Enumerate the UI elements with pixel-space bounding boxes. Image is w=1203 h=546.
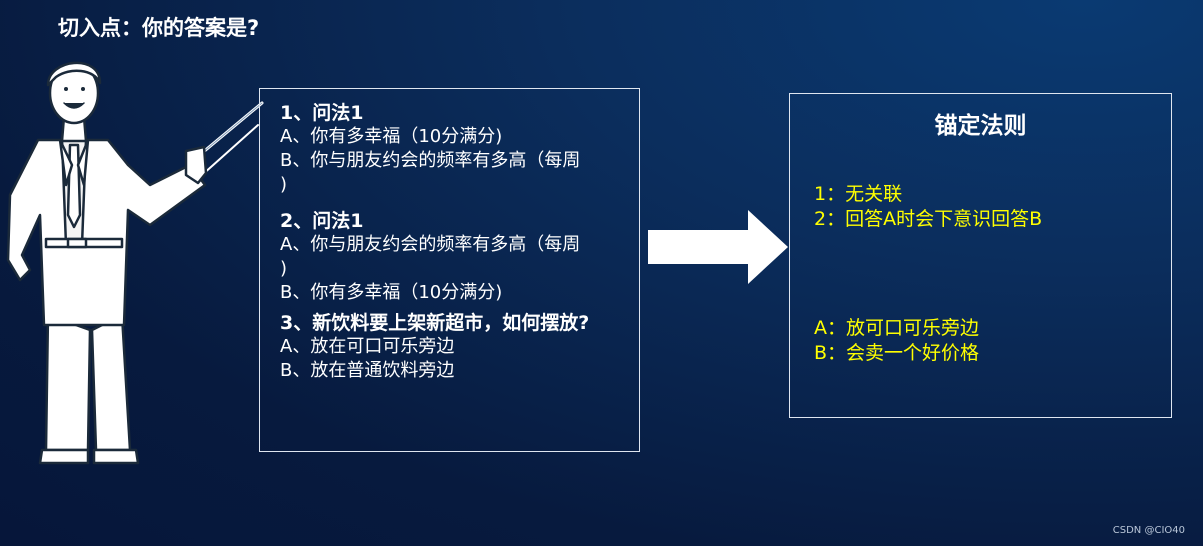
anchoring-rule-box: 锚定法则 1：无关联 2：回答A时会下意识回答B A：放可口可乐旁边 B：会卖一… [789,93,1172,418]
questions-box: 1、问法1 A、你有多幸福（10分满分) B、你与朋友约会的频率有多高（每周 )… [259,88,640,452]
question-2-option-a: A、你与朋友约会的频率有多高（每周 [280,234,581,255]
question-3-title: 3、新饮料要上架新超市，如何摆放? [280,312,590,334]
question-2-title: 2、问法1 [280,210,364,232]
watermark: CSDN @CIO40 [1112,525,1185,536]
question-1-option-a: A、你有多幸福（10分满分) [280,126,503,147]
question-1-option-b-cont: ) [280,174,288,195]
answer-list: A：放可口可乐旁边 B：会卖一个好价格 [814,316,979,366]
rule-item-1: 1：无关联 [814,183,903,205]
presenter-illustration [6,61,264,465]
rule-item-2: 2：回答A时会下意识回答B [814,208,1043,230]
question-1-option-b: B、你与朋友约会的频率有多高（每周 [280,150,581,171]
right-arrow-icon [648,210,788,284]
question-3: 3、新饮料要上架新超市，如何摆放? A、放在可口可乐旁边 B、放在普通饮料旁边 [280,311,625,383]
question-1-title: 1、问法1 [280,102,364,124]
question-3-option-a: A、放在可口可乐旁边 [280,336,455,357]
question-1: 1、问法1 A、你有多幸福（10分满分) B、你与朋友约会的频率有多高（每周 ) [280,101,625,197]
rule-list: 1：无关联 2：回答A时会下意识回答B [814,182,1042,232]
slide-title: 切入点：你的答案是? [58,16,260,40]
question-2-option-b: B、你有多幸福（10分满分) [280,282,503,303]
question-2: 2、问法1 A、你与朋友约会的频率有多高（每周 ) B、你有多幸福（10分满分) [280,209,625,305]
question-2-option-a-cont: ) [280,258,288,279]
anchoring-rule-title: 锚定法则 [934,113,1027,139]
answer-item-b: B：会卖一个好价格 [814,342,980,364]
answer-item-a: A：放可口可乐旁边 [814,317,979,339]
question-3-option-b: B、放在普通饮料旁边 [280,360,455,381]
